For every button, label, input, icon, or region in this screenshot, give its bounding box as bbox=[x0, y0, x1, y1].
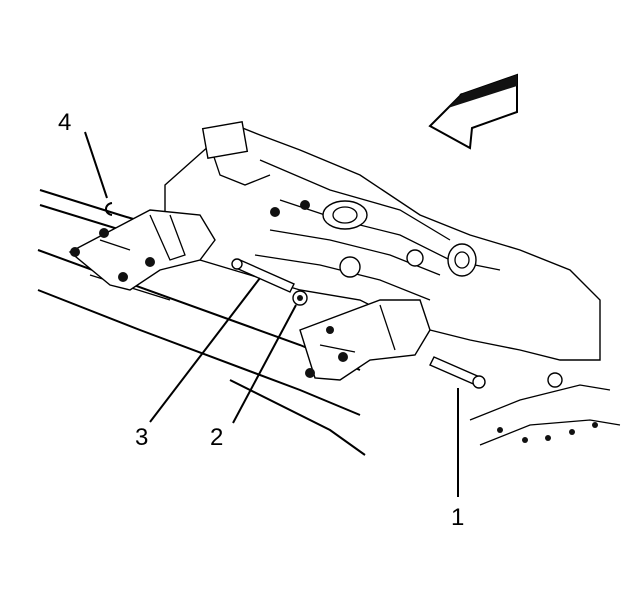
mount-through-bolt-right bbox=[429, 356, 486, 389]
left-engine-mount-bracket bbox=[68, 209, 216, 291]
callout-2: 2 bbox=[210, 424, 223, 451]
front-direction-arrow-icon bbox=[428, 73, 518, 150]
retaining-clip bbox=[105, 202, 113, 216]
callout-1: 1 bbox=[451, 504, 464, 531]
mount-nut bbox=[292, 290, 308, 306]
leader-lines bbox=[84, 131, 459, 497]
leader-line-4 bbox=[84, 131, 108, 199]
right-engine-mount-bracket bbox=[299, 299, 431, 381]
mount-through-bolt-left bbox=[231, 258, 295, 293]
leader-line-3 bbox=[149, 277, 261, 423]
callout-4: 4 bbox=[58, 109, 71, 136]
flywheel-housing bbox=[469, 372, 621, 446]
callout-3: 3 bbox=[135, 424, 148, 451]
leader-line-2 bbox=[232, 304, 297, 424]
